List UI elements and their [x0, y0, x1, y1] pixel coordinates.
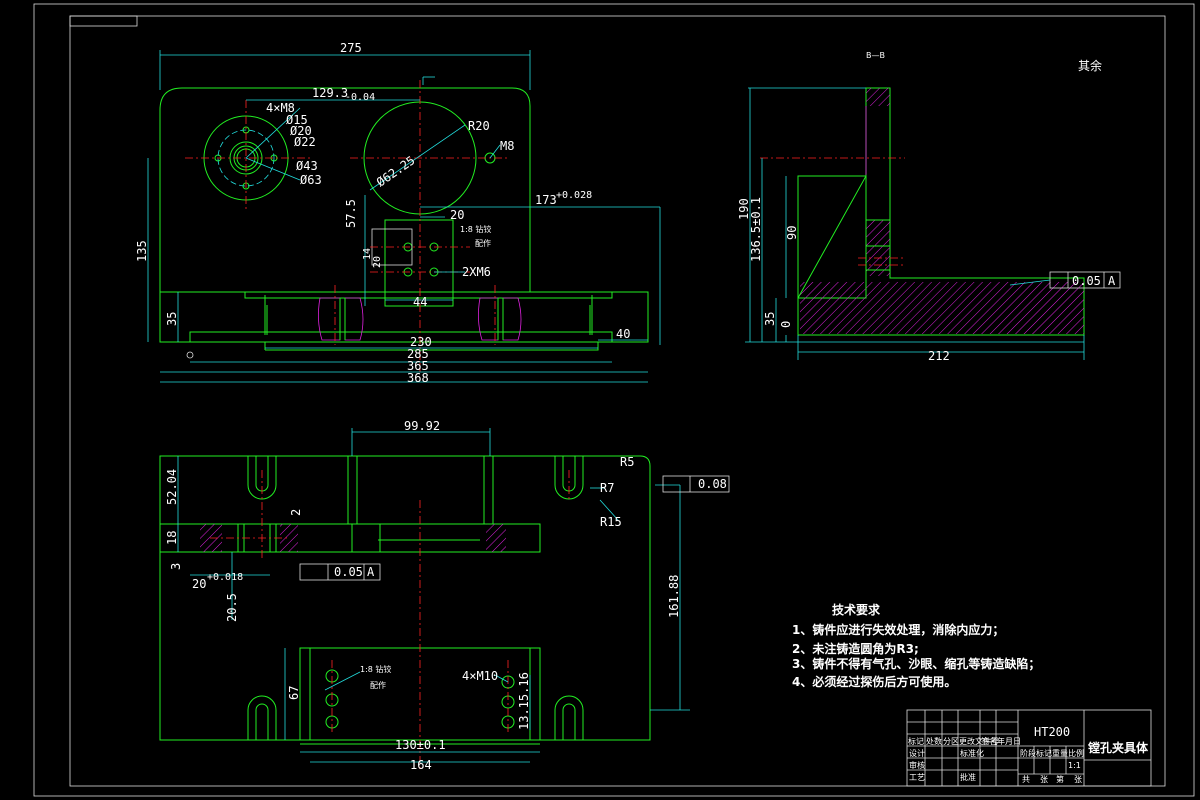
dim-d20: Ø20 [290, 124, 312, 138]
tb-mark: 标记 [908, 736, 924, 746]
dim-b20: 20 [192, 577, 206, 591]
section-view [745, 87, 1121, 360]
title-block [906, 709, 1152, 787]
rough-note: 其余 [1078, 58, 1102, 73]
dim-164: 164 [410, 758, 432, 772]
dim-368: 368 [407, 371, 429, 385]
dim-4m8: 4×M8 [266, 101, 295, 115]
inner-frame [69, 15, 1166, 787]
tb-design: 设计 [909, 748, 925, 758]
dim-129-tol: -0.04 [345, 92, 375, 103]
dim-2: 2 [289, 509, 303, 516]
dim-20: 20 [450, 208, 464, 222]
dim-130: 130±0.1 [395, 738, 446, 752]
dim-173-tol: +0.028 [556, 190, 592, 201]
dim-2xm6: 2XM6 [462, 265, 491, 279]
dim-r0: 0 [779, 321, 793, 328]
dim-275: 275 [340, 41, 362, 55]
dim-r20: R20 [468, 119, 490, 133]
tb-change: 更改文件号 [959, 736, 999, 746]
dim-9992: 99.92 [404, 419, 440, 433]
tol-008: 0.08 [698, 477, 727, 491]
pin-note-bot2: 配作 [370, 680, 386, 690]
dim-90: 90 [785, 226, 799, 240]
dim-5204: 52.04 [165, 469, 179, 505]
tb-count: 处数 [926, 736, 942, 746]
tb-stage-3: 标 [1036, 748, 1044, 758]
dim-16188: 161.88 [667, 575, 681, 618]
dim-18: 18 [165, 531, 179, 545]
tb-material: HT200 [1034, 725, 1070, 739]
dim-3: 3 [169, 563, 183, 570]
dim-136: 136.5±0.1 [749, 197, 763, 262]
dim-57: 57.5 [344, 199, 358, 228]
dim-205: 20.5 [225, 593, 239, 622]
outer-frame [33, 3, 1195, 797]
tb-stage-1: 阶 [1020, 748, 1028, 758]
tb-approve: 批准 [960, 772, 976, 782]
tech-item-4: 4、必须经过探伤后方可使用。 [792, 674, 956, 689]
tech-item-1: 1、铸件应进行失效处理，消除内应力； [792, 622, 1004, 637]
bottom-view [159, 428, 730, 770]
dim-r15: R15 [600, 515, 622, 529]
dim-190: 190 [737, 198, 751, 220]
pin-note-top: 1:8 钻铰 [460, 224, 491, 234]
tb-std: 标准化 [960, 748, 984, 758]
tb-stage-4: 记 [1044, 749, 1052, 758]
dim-212: 212 [928, 349, 950, 363]
tb-zone: 分区 [943, 737, 959, 746]
tb-sheet-1: 共 [1022, 775, 1030, 784]
tb-check: 审核 [909, 760, 925, 770]
dim-14: 14 [362, 248, 373, 260]
dim-173: 173 [535, 193, 557, 207]
dim-365: 365 [407, 359, 429, 373]
tech-item-2: 2、未注铸造圆角为R3; [792, 641, 919, 656]
tb-part-name: 镗孔夹具体 [1088, 740, 1149, 755]
dim-r35: 35 [763, 312, 777, 326]
tb-stage-2: 段 [1028, 748, 1036, 758]
dim-r5: R5 [620, 455, 634, 469]
dim-20b: 20 [372, 256, 383, 268]
section-mark: B—B [866, 51, 885, 60]
dim-40: 40 [616, 327, 630, 341]
dim-d63: Ø63 [300, 173, 322, 187]
pin-note-top2: 配作 [475, 238, 491, 248]
top-view [147, 50, 661, 383]
dim-b20-tol: +0.018 [207, 572, 243, 583]
tb-sheet-3: 第 [1056, 774, 1064, 784]
tech-title: 技术要求 [832, 602, 881, 617]
dim-285: 285 [407, 347, 429, 361]
dim-135: 135 [135, 240, 149, 262]
tb-scale: 比例 [1068, 748, 1084, 758]
tb-sheet-2: 张 [1040, 775, 1048, 784]
dim-d15: Ø15 [286, 113, 308, 127]
dim-67: 67 [287, 686, 301, 700]
corner-label-box [69, 15, 138, 27]
dim-35: 35 [165, 312, 179, 326]
dim-m8: M8 [500, 139, 514, 153]
tb-date: 年月日 [997, 736, 1021, 746]
tb-process: 工艺 [909, 773, 925, 782]
dim-d43: Ø43 [296, 159, 318, 173]
datum-right: A [1108, 274, 1116, 288]
tol-005: 0.05 [334, 565, 363, 579]
tol-right: 0.05 [1072, 274, 1101, 288]
dim-44: 44 [413, 295, 427, 309]
dim-4m10: 4×M10 [462, 669, 498, 683]
dim-r7: R7 [600, 481, 614, 495]
dim-1315: 13.15.16 [517, 672, 531, 730]
tb-sign: 签名 [981, 736, 997, 746]
dim-d22: Ø22 [294, 135, 316, 149]
datum-a: A [367, 565, 375, 579]
tb-weight: 重量 [1052, 748, 1068, 758]
dim-d62: Ø62.25 [374, 153, 418, 189]
dim-129: 129.3 [312, 86, 348, 100]
dim-230: 230 [410, 335, 432, 349]
pin-note-bot: 1:8 钻铰 [360, 664, 391, 674]
tb-sheet-4: 张 [1074, 775, 1082, 784]
tb-scale-val: 1:1 [1068, 761, 1081, 770]
tech-item-3: 3、铸件不得有气孔、沙眼、缩孔等铸造缺陷； [792, 656, 1040, 671]
